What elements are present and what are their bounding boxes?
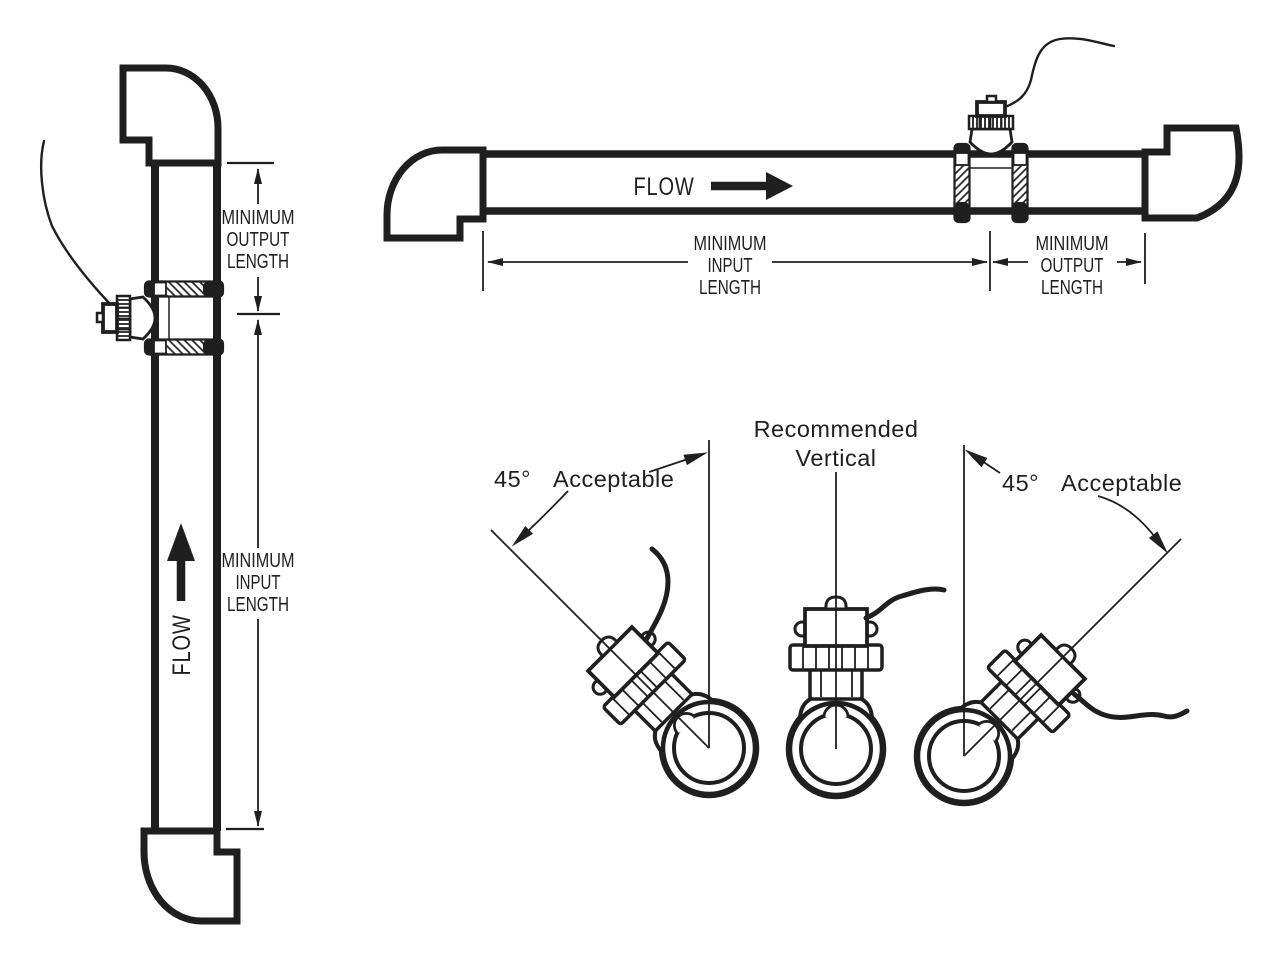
dimension-label: LENGTH: [1041, 277, 1103, 299]
pipe-elbow-bottom: [140, 827, 241, 925]
dimension-label: LENGTH: [699, 277, 761, 299]
leader-arrow-left-to-45: [511, 490, 569, 547]
flow-label: FLOW: [168, 615, 196, 676]
recommended-label-line1: Recommended: [754, 416, 919, 442]
angle-text: Acceptable: [553, 466, 674, 492]
dimension-label: MINIMUM: [222, 550, 295, 572]
leader-arrow-right-to-45: [1097, 495, 1168, 554]
pipe-elbow-right: [1141, 124, 1243, 222]
angle-text: Acceptable: [1061, 470, 1182, 496]
pipe-elbow-top: [119, 64, 222, 167]
dimension-label: OUTPUT: [227, 229, 290, 251]
dimension-label: LENGTH: [227, 251, 289, 273]
orientation-diagram: 45° Acceptable Recommended Vertical 45° Ac…: [490, 416, 1190, 822]
pipe-elbow-left: [383, 146, 487, 242]
leader-arrow-left-to-vertical: [648, 452, 708, 473]
dimension-input-length: MINIMUM INPUT LENGTH: [222, 319, 295, 831]
dimension-label: INPUT: [236, 572, 281, 594]
flow-sensor: [955, 96, 1028, 222]
angle-degrees: 45°: [494, 466, 531, 492]
dimension-label: INPUT: [708, 255, 753, 277]
dimension-output-length: MINIMUM OUTPUT LENGTH: [992, 233, 1146, 299]
sensor-cable: [863, 586, 947, 621]
flow-arrow-right-icon: [766, 172, 793, 200]
leader-arrow-right-to-vertical: [964, 449, 1001, 474]
sensor-cable: [1003, 37, 1116, 109]
angle-label-right: 45° Acceptable: [1002, 470, 1182, 496]
dimension-label: MINIMUM: [222, 207, 295, 229]
flow-label: FLOW: [634, 173, 695, 201]
dimension-label: MINIMUM: [1036, 233, 1109, 255]
horizontal-pipe-diagram: FLOW MINIMUM INPUT LENGTH MINIMUM OUTPUT…: [383, 37, 1243, 299]
dimension-output-length: MINIMUM OUTPUT LENGTH: [222, 161, 295, 316]
dimension-label: LENGTH: [227, 594, 289, 616]
vertical-pipe-diagram: FLOW MINIMUM OUTPUT LENGTH MINIMUM INPUT…: [39, 64, 295, 925]
angle-label-left: 45° Acceptable: [494, 466, 674, 492]
recommended-label-line2: Vertical: [795, 445, 876, 471]
dimension-input-length: MINIMUM INPUT LENGTH: [482, 231, 991, 299]
guide-line-45-right: [963, 538, 1182, 757]
guide-line-45-left: [490, 529, 710, 749]
sensor-cable: [1071, 691, 1190, 720]
angle-degrees: 45°: [1002, 470, 1039, 496]
sensor-cable: [39, 139, 112, 306]
sensor-cable: [643, 546, 671, 643]
flow-arrow-up-icon: [167, 523, 195, 561]
dimension-label: MINIMUM: [694, 233, 767, 255]
flow-sensor: [97, 282, 223, 355]
dimension-label: OUTPUT: [1041, 255, 1104, 277]
